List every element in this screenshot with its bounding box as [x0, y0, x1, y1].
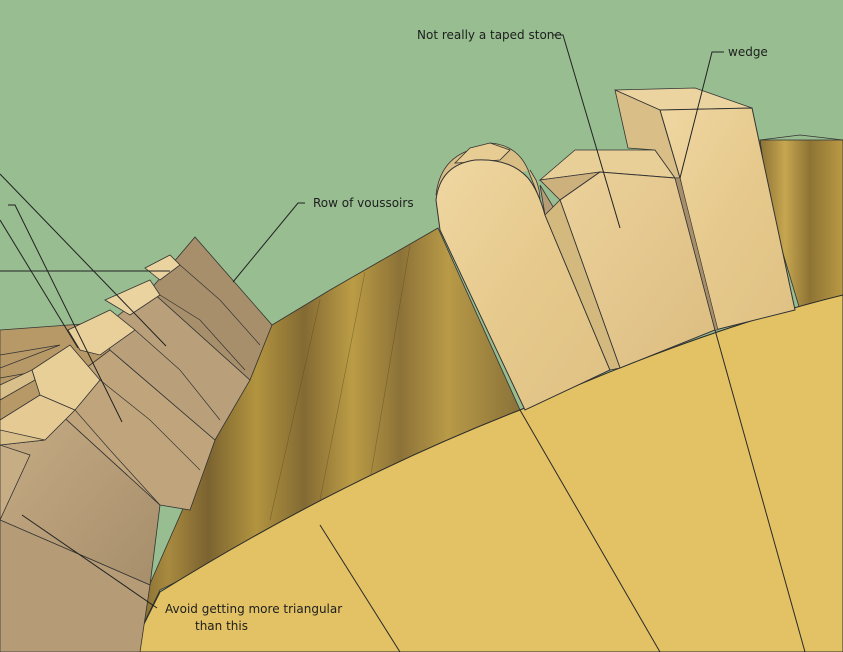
- wedge-gap: [674, 177, 719, 331]
- left-voussoir-row: [0, 236, 273, 652]
- annotation-wedge: wedge: [728, 45, 768, 59]
- untapered-stone: [435, 159, 611, 411]
- left-voussoir-joints: [74, 264, 261, 506]
- annotation-not-tapered: Not really a taped stone: [417, 28, 562, 42]
- leader-row-voussoirs: [232, 202, 305, 283]
- annotation-row-of-voussoirs: Row of voussoirs: [313, 196, 414, 210]
- leader-not-tapered: [553, 34, 621, 229]
- leader-lines: [0, 34, 724, 609]
- leader-wedge: [679, 51, 724, 179]
- annotation-avoid-triangular: Avoid getting more triangular than this: [165, 601, 342, 636]
- ground-edge: [0, 344, 61, 369]
- voussoir-block-side: [544, 199, 621, 371]
- surface-edge: [759, 134, 843, 141]
- annotation-avoid-line2: than this: [195, 619, 248, 634]
- slope-stripes: [269, 244, 411, 521]
- centering-joints: [319, 329, 806, 652]
- wedge-face: [659, 107, 796, 331]
- annotation-avoid-line1: Avoid getting more triangular: [165, 602, 343, 616]
